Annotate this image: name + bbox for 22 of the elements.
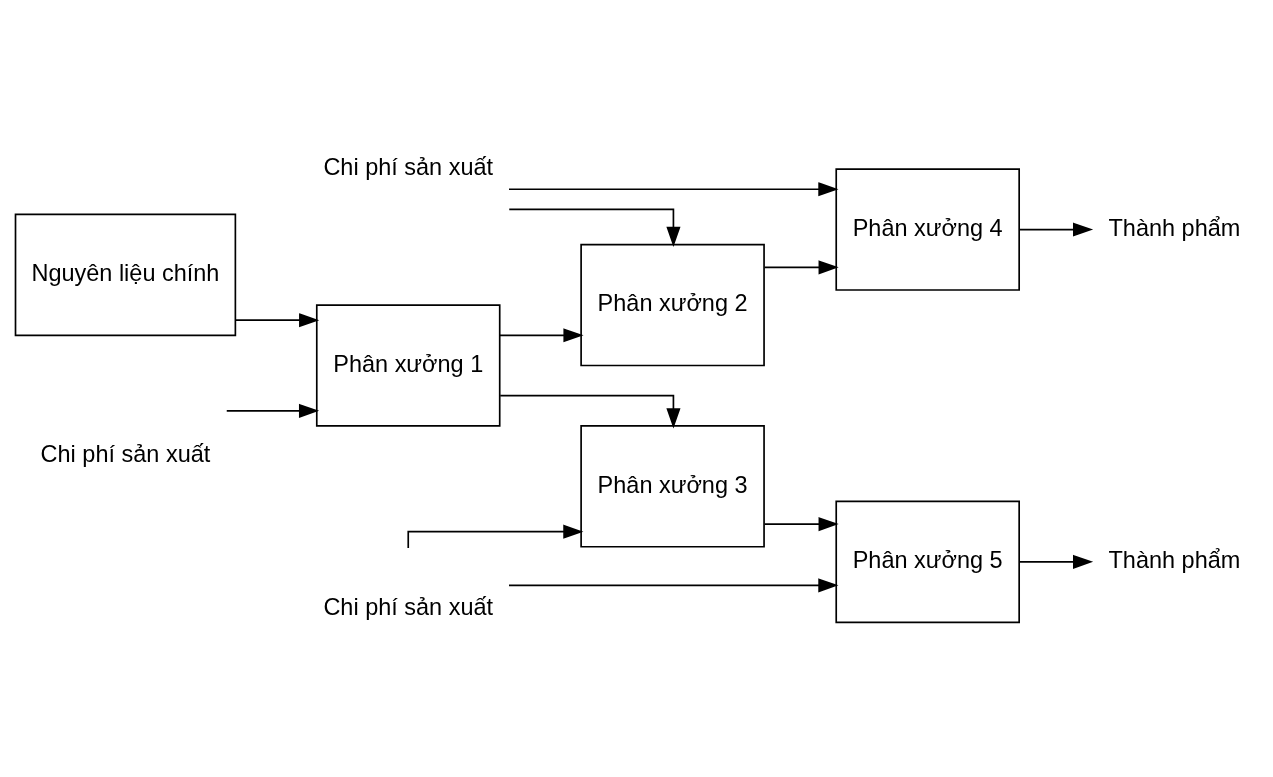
- arrow: [1018, 554, 1094, 569]
- node-box: Phân xưởng 2: [580, 243, 765, 366]
- arrow: [508, 577, 839, 592]
- arrow: [499, 327, 584, 342]
- arrow: [225, 403, 320, 418]
- node-box: Phân xưởng 5: [835, 500, 1020, 623]
- node-text: Chi phí sản xuất: [323, 593, 494, 620]
- node-text: Chi phí sản xuất: [40, 440, 211, 467]
- node-box: Phân xưởng 3: [580, 424, 765, 548]
- arrow: [508, 208, 681, 247]
- node-text: Thành phẩm: [1108, 546, 1241, 573]
- node-text: Thành phẩm: [1108, 214, 1241, 241]
- arrow: [499, 394, 681, 428]
- node-box: Phân xưởng 1: [315, 303, 501, 427]
- arrow: [1018, 222, 1094, 237]
- arrow: [234, 312, 320, 327]
- node-text: Chi phí sản xuất: [323, 153, 494, 180]
- arrow: [763, 259, 839, 274]
- arrow: [508, 181, 839, 196]
- node-box: Phân xưởng 4: [835, 167, 1020, 291]
- node-box: Nguyên liệu chính: [14, 213, 237, 336]
- arrow: [763, 516, 839, 531]
